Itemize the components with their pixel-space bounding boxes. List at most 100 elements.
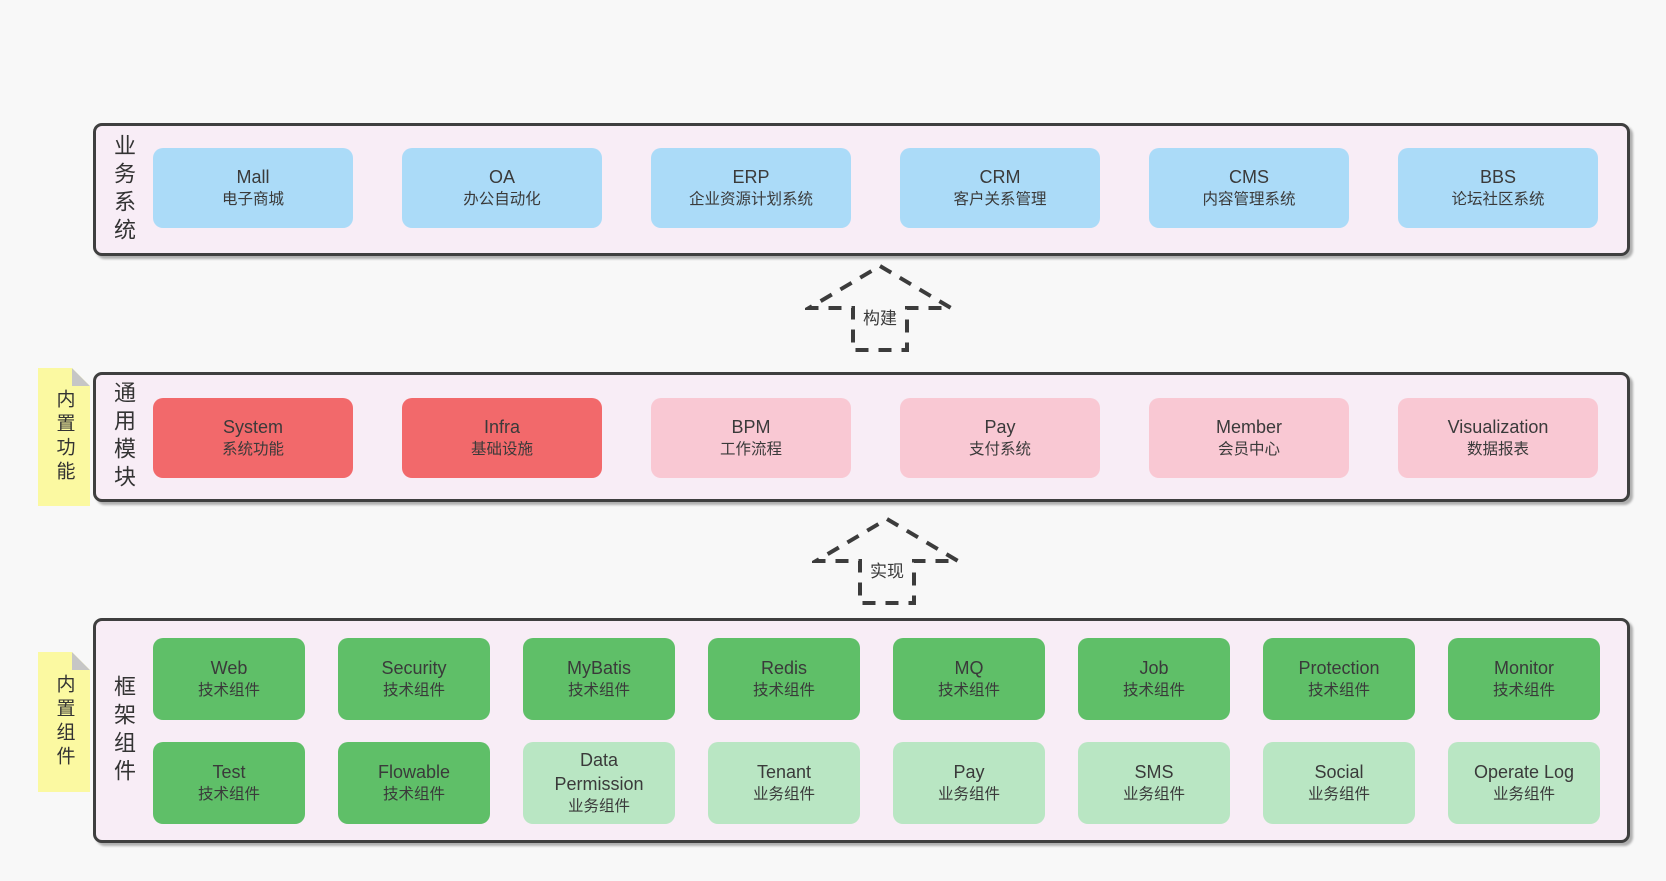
box-data-permission: Data Permission 业务组件 <box>523 742 675 824</box>
box-subtitle: 客户关系管理 <box>953 191 1047 208</box>
box-subtitle: 业务组件 <box>1307 786 1370 803</box>
box-title: Member <box>1215 417 1282 437</box>
panel-label-business-systems: 业务系统 <box>111 133 136 246</box>
box-title: Social <box>1314 762 1364 782</box>
box-test: Test 技术组件 <box>153 742 305 824</box>
box-title: Data Permission <box>554 750 644 794</box>
business-row: Mall 电子商城 OA 办公自动化 ERP 企业资源计划系统 CRM 客户关系… <box>153 148 1598 228</box>
box-flowable: Flowable 技术组件 <box>338 742 490 824</box>
box-subtitle: 技术组件 <box>382 786 445 803</box>
implement-arrow-icon: 实现 <box>812 516 962 605</box>
box-subtitle: 技术组件 <box>1122 682 1185 699</box>
box-oa: OA 办公自动化 <box>402 148 602 228</box>
box-security: Security 技术组件 <box>338 638 490 720</box>
box-subtitle: 技术组件 <box>937 682 1000 699</box>
box-title: Operate Log <box>1473 762 1575 782</box>
box-subtitle: 技术组件 <box>197 786 260 803</box>
panel-label-common-modules: 通用模块 <box>111 381 136 493</box>
box-title: BBS <box>1479 167 1517 187</box>
box-web: Web 技术组件 <box>153 638 305 720</box>
framework-row-2: Test 技术组件 Flowable 技术组件 Data Permission … <box>153 742 1600 824</box>
box-bpm: BPM 工作流程 <box>651 398 851 478</box>
sticky-note-built-in-components: 内置组件 <box>38 652 90 792</box>
box-title: Job <box>1139 658 1169 678</box>
box-title: OA <box>488 167 515 187</box>
note-fold-corner <box>72 652 90 670</box>
box-title: Pay <box>984 417 1016 437</box>
box-subtitle: 业务组件 <box>1492 786 1555 803</box>
box-subtitle: 基础设施 <box>470 441 533 458</box>
box-subtitle: 系统功能 <box>221 441 284 458</box>
box-sms: SMS 业务组件 <box>1078 742 1230 824</box>
box-title: Tenant <box>756 762 812 782</box>
box-subtitle: 业务组件 <box>937 786 1000 803</box>
box-mq: MQ 技术组件 <box>893 638 1045 720</box>
box-subtitle: 内容管理系统 <box>1202 191 1296 208</box>
panel-business-systems: 业务系统 Mall 电子商城 OA 办公自动化 ERP 企业资源计划系统 CRM… <box>93 123 1630 256</box>
box-tenant: Tenant 业务组件 <box>708 742 860 824</box>
box-protection: Protection 技术组件 <box>1263 638 1415 720</box>
box-pay-system: Pay 支付系统 <box>900 398 1100 478</box>
box-infra: Infra 基础设施 <box>402 398 602 478</box>
box-title: Flowable <box>377 762 451 782</box>
box-title: ERP <box>732 167 770 187</box>
box-subtitle: 业务组件 <box>567 798 630 815</box>
box-title: Visualization <box>1447 417 1549 437</box>
box-subtitle: 工作流程 <box>719 441 782 458</box>
box-erp: ERP 企业资源计划系统 <box>651 148 851 228</box>
box-title: System <box>222 417 283 437</box>
box-operate-log: Operate Log 业务组件 <box>1448 742 1600 824</box>
box-subtitle: 技术组件 <box>382 682 445 699</box>
build-arrow-icon: 构建 <box>805 263 955 352</box>
box-subtitle: 业务组件 <box>1122 786 1185 803</box>
box-subtitle: 企业资源计划系统 <box>688 191 813 208</box>
box-subtitle: 论坛社区系统 <box>1451 191 1545 208</box>
note-fold-corner <box>72 368 90 386</box>
box-mybatis: MyBatis 技术组件 <box>523 638 675 720</box>
box-job: Job 技术组件 <box>1078 638 1230 720</box>
panel-common-modules: 通用模块 System 系统功能 Infra 基础设施 BPM 工作流程 Pay… <box>93 372 1630 502</box>
box-system: System 系统功能 <box>153 398 353 478</box>
box-crm: CRM 客户关系管理 <box>900 148 1100 228</box>
box-subtitle: 技术组件 <box>752 682 815 699</box>
box-social: Social 业务组件 <box>1263 742 1415 824</box>
box-subtitle: 会员中心 <box>1217 441 1280 458</box>
box-title: Web <box>210 658 248 678</box>
box-subtitle: 技术组件 <box>1492 682 1555 699</box>
box-subtitle: 办公自动化 <box>463 191 541 208</box>
build-arrow-label: 构建 <box>863 309 897 328</box>
box-title: Pay <box>953 762 985 782</box>
box-pay-component: Pay 业务组件 <box>893 742 1045 824</box>
box-title: BPM <box>731 417 771 437</box>
box-visualization: Visualization 数据报表 <box>1398 398 1598 478</box>
panel-framework-components: 框架组件 Web 技术组件 Security 技术组件 MyBatis 技术组件… <box>93 618 1630 843</box>
box-subtitle: 技术组件 <box>567 682 630 699</box>
modules-row: System 系统功能 Infra 基础设施 BPM 工作流程 Pay 支付系统… <box>153 398 1598 478</box>
box-title: MyBatis <box>566 658 631 678</box>
box-title: CRM <box>979 167 1021 187</box>
sticky-note-built-in-features: 内置功能 <box>38 368 90 506</box>
box-redis: Redis 技术组件 <box>708 638 860 720</box>
box-subtitle: 技术组件 <box>1307 682 1370 699</box>
box-title: Security <box>381 658 447 678</box>
box-title: CMS <box>1229 167 1269 187</box>
box-member: Member 会员中心 <box>1149 398 1349 478</box>
box-title: SMS <box>1134 762 1174 782</box>
box-title: Redis <box>760 658 808 678</box>
box-subtitle: 数据报表 <box>1466 441 1529 458</box>
box-bbs: BBS 论坛社区系统 <box>1398 148 1598 228</box>
implement-arrow-label: 实现 <box>870 562 904 581</box>
box-title: Infra <box>483 417 521 437</box>
box-title: Mall <box>236 167 270 187</box>
box-title: Test <box>212 762 246 782</box>
panel-label-framework-components: 框架组件 <box>111 674 136 787</box>
note-label: 内置功能 <box>53 389 75 485</box>
box-title: MQ <box>954 658 984 678</box>
box-title: Protection <box>1298 658 1380 678</box>
box-title: Monitor <box>1493 658 1555 678</box>
box-subtitle: 业务组件 <box>752 786 815 803</box>
box-subtitle: 技术组件 <box>197 682 260 699</box>
framework-row-1: Web 技术组件 Security 技术组件 MyBatis 技术组件 Redi… <box>153 638 1600 720</box>
box-monitor: Monitor 技术组件 <box>1448 638 1600 720</box>
box-subtitle: 支付系统 <box>968 441 1031 458</box>
